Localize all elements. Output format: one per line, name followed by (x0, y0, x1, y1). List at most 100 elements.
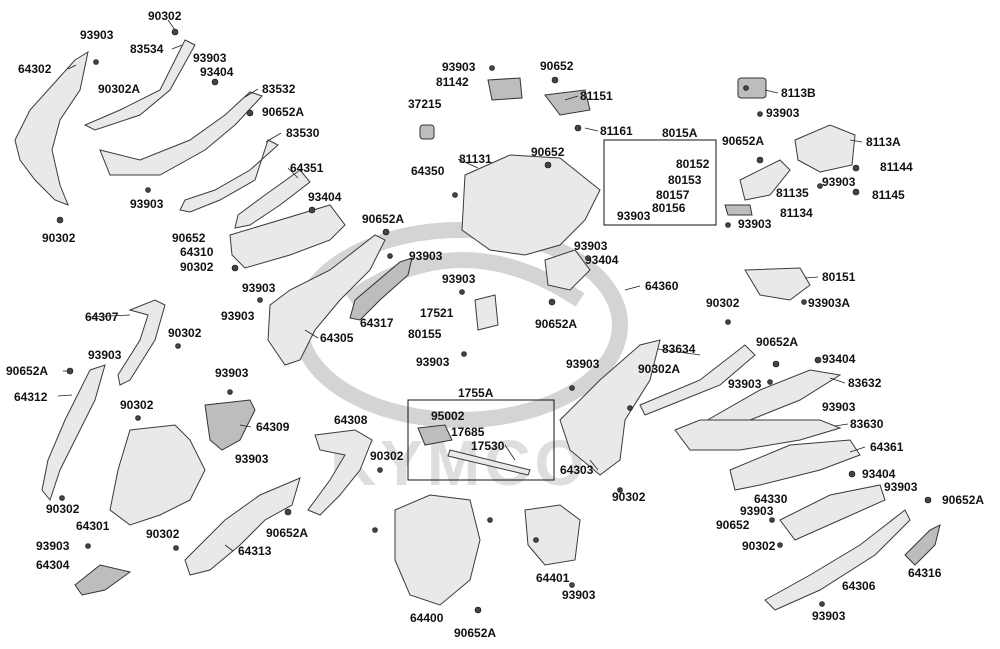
label-93903-b: 93903 (193, 51, 227, 65)
label-83532: 83532 (262, 82, 296, 96)
label-80151: 80151 (822, 270, 856, 284)
label-64302: 64302 (18, 62, 52, 76)
label-90652-d: 90652 (716, 518, 750, 532)
label-64401: 64401 (536, 571, 570, 585)
part-37215 (419, 124, 435, 140)
part-64351 (234, 169, 311, 229)
label-64350: 64350 (411, 164, 445, 178)
box-1755A (407, 399, 555, 481)
label-90302-f: 90302 (370, 449, 404, 463)
label-90652A-h: 90652A (942, 493, 984, 507)
part-81134 (724, 204, 753, 216)
label-93903-e: 93903 (242, 281, 276, 295)
label-95002: 95002 (431, 409, 465, 423)
leader-lines (57, 19, 866, 552)
fasteners (56, 28, 932, 614)
label-93903-f: 93903 (221, 309, 255, 323)
label-17530: 17530 (471, 439, 505, 453)
label-93903-h: 93903 (215, 366, 249, 380)
label-81161: 81161 (600, 124, 633, 138)
label-90302A-b: 90302A (638, 362, 680, 376)
part-8113B (737, 77, 767, 99)
part-64304 (74, 564, 132, 596)
label-90652A-e: 90652A (535, 317, 577, 331)
label-93903-p: 93903 (617, 209, 651, 223)
label-90302-e: 90302 (120, 398, 154, 412)
label-93404-c: 93404 (585, 253, 619, 267)
label-93903-x: 93903 (812, 609, 846, 623)
label-83630: 83630 (850, 417, 884, 431)
part-64307 (117, 299, 166, 386)
label-64301: 64301 (76, 519, 110, 533)
label-90652-a: 90652 (172, 231, 206, 245)
label-81144: 81144 (880, 160, 913, 174)
label-90652A-g: 90652A (756, 335, 798, 349)
part-64317 (349, 257, 413, 321)
label-93903-s: 93903 (566, 357, 600, 371)
label-64304: 64304 (36, 558, 70, 572)
label-93903-w: 93903 (740, 504, 774, 518)
label-8015A: 8015A (662, 126, 698, 140)
label-81142: 81142 (436, 75, 469, 89)
label-90652-c: 90652 (531, 145, 565, 159)
label-93404-e: 93404 (862, 467, 896, 481)
label-93903-l: 93903 (574, 239, 608, 253)
label-64307: 64307 (85, 310, 119, 324)
label-8113B: 8113B (781, 86, 816, 100)
label-83534: 83534 (130, 42, 164, 56)
part-labels: 90302 83534 93903 93903 93404 64302 9030… (6, 9, 984, 640)
part-64316 (904, 524, 941, 566)
label-64303: 64303 (560, 463, 594, 477)
part-64310 (229, 204, 346, 269)
label-90302A-a: 90302A (98, 82, 140, 96)
label-90302-k: 90302 (742, 539, 776, 553)
part-64360 (544, 249, 591, 291)
label-64312: 64312 (14, 390, 48, 404)
label-93903-m: 93903 (442, 272, 476, 286)
label-80155: 80155 (408, 327, 442, 341)
label-93903-u: 93903 (822, 400, 856, 414)
part-64313 (184, 477, 301, 576)
label-1755A: 1755A (458, 386, 494, 400)
watermark-text: KYMCO (330, 427, 588, 499)
part-83534 (83, 39, 196, 131)
label-80152: 80152 (676, 157, 710, 171)
part-64330 (779, 484, 886, 541)
label-93903-g: 93903 (88, 348, 122, 362)
label-64400: 64400 (410, 611, 444, 625)
part-64312 (41, 364, 106, 502)
label-81151: 81151 (580, 89, 613, 103)
label-81134: 81134 (780, 206, 813, 220)
label-90652A-b: 90652A (362, 212, 404, 226)
label-8113A: 8113A (866, 135, 901, 149)
part-81135 (739, 159, 791, 201)
label-80156: 80156 (652, 201, 686, 215)
label-90652A-c: 90652A (6, 364, 48, 378)
label-64330: 64330 (754, 492, 788, 506)
label-80157: 80157 (656, 188, 690, 202)
label-93903-a: 93903 (80, 28, 114, 42)
label-64316: 64316 (908, 566, 942, 580)
part-shapes (14, 39, 941, 611)
label-64306: 64306 (842, 579, 876, 593)
label-90652A-d: 90652A (266, 526, 308, 540)
label-64351: 64351 (290, 161, 324, 175)
part-17530 (447, 449, 531, 476)
box-8015A (603, 139, 717, 226)
label-64305: 64305 (320, 331, 354, 345)
label-90302-c: 90302 (180, 260, 214, 274)
label-93903-c: 93903 (130, 197, 164, 211)
part-64308 (307, 429, 373, 516)
part-64303 (559, 339, 661, 476)
label-64309: 64309 (256, 420, 290, 434)
part-83532 (99, 91, 263, 176)
label-93903-n: 93903 (416, 355, 450, 369)
label-93903-i: 93903 (235, 452, 269, 466)
label-80153: 80153 (668, 173, 702, 187)
part-64361 (729, 439, 861, 491)
label-90302-a: 90302 (148, 9, 182, 23)
part-83630 (674, 419, 842, 451)
label-81145: 81145 (872, 188, 905, 202)
label-90652A-a: 90652A (262, 105, 304, 119)
